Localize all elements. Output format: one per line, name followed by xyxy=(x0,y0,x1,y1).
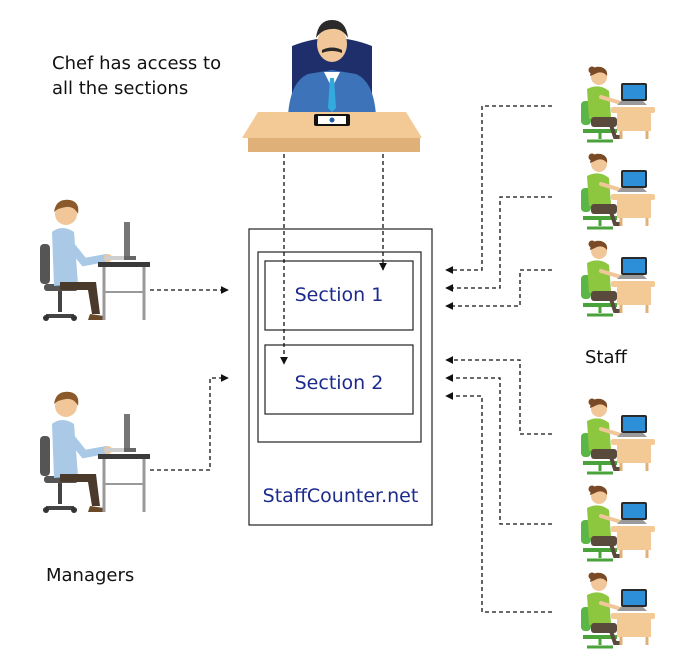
chef-at-desk-icon xyxy=(242,20,422,152)
section-2-label: Section 2 xyxy=(294,372,384,394)
staff-at-laptop-icon xyxy=(579,483,657,562)
section-2-box xyxy=(264,344,414,415)
section-1-label: Section 1 xyxy=(294,284,384,306)
staff-2-arrow xyxy=(445,196,552,292)
staff-at-laptop-icon xyxy=(579,570,657,649)
staff-5-arrow xyxy=(445,374,552,525)
staff-4-arrow xyxy=(445,356,552,435)
staff-3-arrow xyxy=(445,269,552,310)
staff-at-laptop-icon xyxy=(579,396,657,475)
staff-1-arrow xyxy=(445,105,552,274)
chef-caption: Chef has access to all the sections xyxy=(52,53,222,99)
staff-at-laptop-icon xyxy=(579,64,657,143)
staff-at-laptop-icon xyxy=(579,238,657,317)
manager-2-arrow xyxy=(150,374,229,471)
staff-at-laptop-icon xyxy=(579,151,657,230)
site-name-label: StaffCounter.net xyxy=(262,485,419,507)
section-1-box xyxy=(264,260,414,331)
staff-caption: Staff xyxy=(585,347,627,368)
staff-6-arrow xyxy=(445,392,552,613)
manager-at-computer-icon xyxy=(40,392,150,513)
manager-at-computer-icon xyxy=(40,200,150,321)
managers-caption: Managers xyxy=(46,565,135,586)
